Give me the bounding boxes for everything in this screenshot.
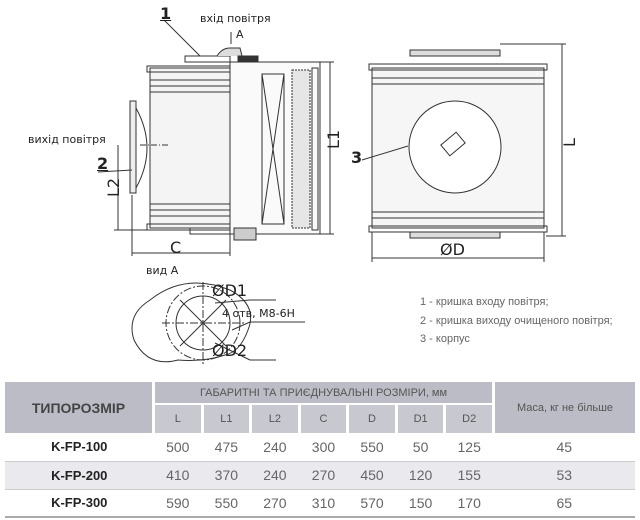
cell: 550 bbox=[360, 438, 384, 455]
table-row: K-FP-300 590 550 270 310 570 150 170 65 bbox=[5, 489, 635, 517]
dim-d2: ØD2 bbox=[212, 341, 248, 360]
technical-drawing bbox=[97, 19, 566, 364]
table-row: K-FP-100 500 475 240 300 550 50 125 45 bbox=[5, 433, 635, 461]
cell: 155 bbox=[444, 461, 494, 489]
cell: 370 bbox=[202, 461, 251, 489]
callout-1: 1 bbox=[160, 4, 172, 23]
dimensions-table: ТИПОРОЗМІР ГАБАРИТНІ ТА ПРИЄДНУВАЛЬНІ РО… bbox=[5, 382, 635, 518]
legend-item: 3 - корпус bbox=[420, 333, 470, 345]
dim-l2: L2 bbox=[104, 177, 124, 198]
cell: 450 bbox=[347, 461, 397, 489]
cell: 170 bbox=[457, 494, 481, 511]
view-a bbox=[131, 282, 305, 364]
cell: 410 bbox=[153, 461, 203, 489]
col-header: L bbox=[153, 404, 203, 433]
dim-d: ØD bbox=[440, 240, 465, 259]
col-header: D2 bbox=[443, 404, 494, 433]
cell: 270 bbox=[299, 461, 348, 489]
type-name: K-FP-200 bbox=[5, 461, 154, 489]
dim-l: L bbox=[559, 138, 579, 147]
mass-cell: 45 bbox=[556, 438, 573, 455]
dims-header: ГАБАРИТНІ ТА ПРИЄДНУВАЛЬНІ РОЗМІРИ, мм bbox=[153, 382, 494, 405]
dim-l1: L1 bbox=[324, 129, 344, 150]
callout-3: 3 bbox=[351, 148, 363, 167]
view-a-title: вид А bbox=[146, 264, 179, 277]
air-outlet-label: вихід повітря bbox=[28, 133, 106, 146]
air-inlet-label: вхід повітря bbox=[200, 12, 271, 25]
col-header: L1 bbox=[200, 404, 251, 433]
table-row: K-FP-200 410 370 240 270 450 120 155 53 bbox=[5, 461, 635, 489]
cell: 150 bbox=[408, 494, 433, 511]
cell: 240 bbox=[263, 438, 287, 455]
type-header: ТИПОРОЗМІР bbox=[5, 382, 155, 433]
legend-item: 1 - кришка входу повітря; bbox=[420, 296, 549, 308]
cell: 590 bbox=[166, 494, 190, 511]
cell: 570 bbox=[360, 494, 384, 511]
callout-2: 2 bbox=[97, 154, 109, 173]
col-header: D bbox=[346, 404, 397, 433]
mass-cell: 65 bbox=[556, 494, 573, 511]
cell: 310 bbox=[311, 494, 336, 511]
legend-item: 2 - кришка виходу очищеного повітря; bbox=[420, 315, 613, 327]
mass-header: Маса, кг не більше bbox=[492, 382, 635, 433]
dim-d1: ØD1 bbox=[212, 281, 248, 300]
type-name: K-FP-100 bbox=[51, 439, 108, 455]
side-view bbox=[97, 19, 334, 256]
cell: 50 bbox=[412, 438, 429, 455]
col-header: L2 bbox=[249, 404, 300, 433]
col-header: C bbox=[297, 404, 348, 433]
cell: 300 bbox=[311, 438, 336, 455]
view-a-arrow-label: A bbox=[236, 28, 244, 41]
cell: 125 bbox=[457, 438, 481, 455]
cell: 270 bbox=[263, 494, 287, 511]
cell: 120 bbox=[396, 461, 445, 489]
cell: 475 bbox=[214, 438, 239, 455]
holes-label: 4 отв, M8-6H bbox=[222, 307, 295, 320]
cell: 240 bbox=[250, 461, 300, 489]
mass-cell: 53 bbox=[493, 461, 635, 489]
dim-c: C bbox=[170, 238, 182, 257]
col-header: D1 bbox=[394, 404, 445, 433]
cell: 550 bbox=[214, 494, 239, 511]
front-view bbox=[361, 43, 566, 262]
cell: 500 bbox=[166, 438, 190, 455]
type-name: K-FP-300 bbox=[51, 495, 108, 511]
